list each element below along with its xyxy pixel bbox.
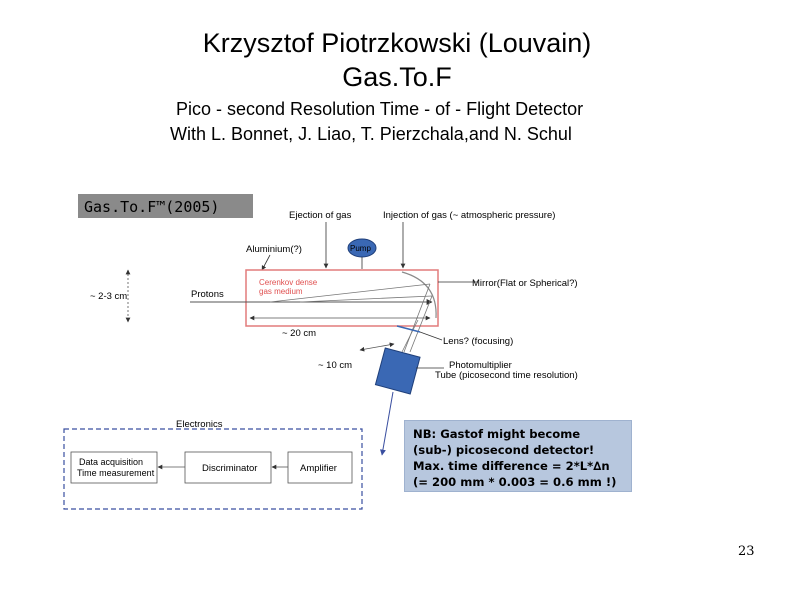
pm-label-2: Tube (picosecond time resolution): [435, 370, 578, 381]
cerenkov-ray-2: [299, 295, 433, 303]
injection-label: Injection of gas (~ atmospheric pressure…: [383, 210, 555, 221]
discriminator-box: [184, 451, 272, 484]
gas-vessel: [245, 269, 439, 327]
page-number: 23: [738, 544, 755, 559]
note-line-3: Max. time difference = 2*L*∆n: [413, 459, 610, 473]
signal-cable: [379, 391, 394, 456]
note-line-4: (= 200 mm * 0.003 = 0.6 mm !): [413, 475, 617, 489]
height-label: ~ 2-3 cm: [90, 291, 127, 302]
photomultiplier-icon: [374, 347, 421, 395]
daq-box: [70, 451, 158, 484]
pump-label: Pump: [350, 244, 371, 253]
discriminator-label: Discriminator: [202, 463, 257, 474]
slide-subtitle: Pico - second Resolution Time - of - Fli…: [176, 99, 584, 119]
gastof-banner-box: [78, 194, 253, 218]
protons-label: Protons: [191, 289, 224, 300]
aluminium-label: Aluminium(?): [246, 244, 302, 255]
gastof-note-box: NB: Gastof might become (sub-) picosecon…: [404, 420, 632, 492]
medium-label-1: Cerenkov dense: [259, 278, 318, 287]
length-10-arrow: [359, 342, 395, 352]
gastof-banner: Gas.To.F™(2005): [84, 198, 219, 216]
slide-title-detector: Gas.To.F: [342, 62, 452, 92]
reflected-ray-2: [409, 295, 433, 353]
lens-pointer: [419, 331, 443, 341]
amplifier-box: [287, 451, 353, 484]
slide-authors: With L. Bonnet, J. Liao, T. Pierzchala,a…: [170, 124, 572, 144]
cerenkov-ray-1: [269, 283, 431, 303]
electronics-frame: [63, 428, 363, 510]
medium-label-2: gas medium: [259, 287, 303, 296]
lens-icon: [396, 325, 421, 333]
slide-title: Krzysztof Piotrzkowski (Louvain): [202, 28, 592, 58]
amplifier-label: Amplifier: [300, 463, 337, 474]
mirror-label: Mirror(Flat or Spherical?): [472, 278, 578, 289]
pm-label-1: Photomultiplier: [449, 360, 512, 371]
ejection-label: Ejection of gas: [289, 210, 352, 221]
electronics-label: Electronics: [176, 419, 223, 430]
length-20-label: ~ 20 cm: [282, 328, 316, 339]
daq-label-1: Data acquisition: [79, 457, 143, 467]
note-line-2: (sub-) picosecond detector!: [413, 443, 595, 457]
reflected-ray-3: [401, 319, 419, 353]
aluminium-pointer: [261, 254, 271, 271]
daq-label-2: Time measurement: [77, 468, 155, 478]
note-line-1: NB: Gastof might become: [413, 427, 581, 441]
length-10-label: ~ 10 cm: [318, 360, 352, 371]
lens-label: Lens? (focusing): [443, 336, 513, 347]
